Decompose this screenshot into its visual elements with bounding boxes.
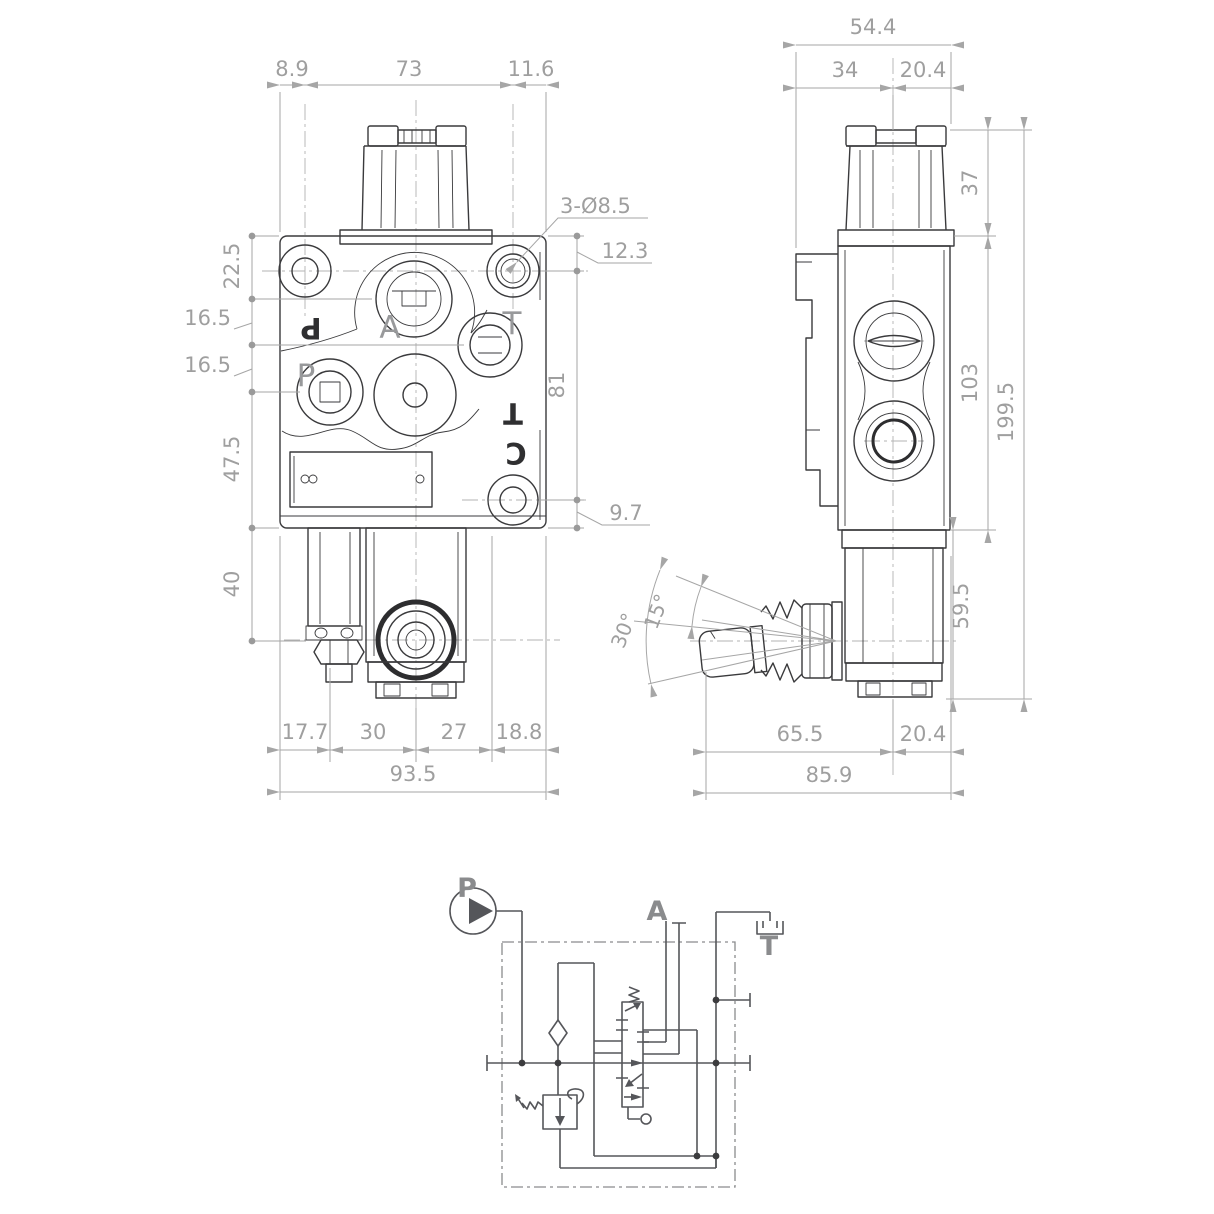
dim-label: 37: [958, 170, 982, 197]
port-label-t: T: [502, 306, 523, 342]
check-valve-branch: [548, 962, 716, 1157]
schematic-label-tank: T: [760, 931, 779, 962]
manual-actuator-symbol: [640, 1113, 652, 1125]
side-dims-right: 37 103 199.5 59.5: [946, 117, 1032, 712]
dim-label: 12.3: [602, 239, 649, 263]
dim-label: 8.9: [275, 57, 308, 81]
dim-label: 17.7: [282, 720, 329, 744]
front-cap: [339, 125, 493, 245]
dim-label: 85.9: [806, 763, 853, 787]
dim-label: 81: [545, 372, 569, 399]
dim-label: 20.4: [900, 58, 947, 82]
side-dims-top: 54.4 34 20.4: [783, 15, 964, 248]
schematic-label-port-a: A: [647, 896, 668, 927]
front-relief-valve: [305, 527, 365, 683]
cast-letter-c: C: [505, 436, 526, 470]
dim-label: 9.7: [609, 501, 642, 525]
dim-label: 65.5: [777, 722, 824, 746]
front-dims-bottom: 17.7 30 27 18.8 93.5: [267, 536, 559, 800]
side-cap: [837, 125, 955, 247]
dim-label: 59.5: [949, 583, 973, 630]
dim-label: 27: [441, 720, 468, 744]
front-body: [278, 235, 547, 529]
schematic-label-pump: P: [457, 873, 477, 904]
side-lower-section: [841, 529, 947, 698]
tank-return-lines: [518, 911, 784, 1168]
cast-letter-t: T: [503, 396, 523, 430]
dim-label-hole-callout: 3-Ø8.5: [560, 194, 631, 218]
angle-label: 15°: [639, 591, 674, 633]
dim-label: 73: [396, 57, 423, 81]
front-dims-top: 8.9 73 11.6: [267, 57, 559, 232]
dim-label: 103: [958, 363, 982, 403]
spool-valve-symbol: [616, 986, 652, 1125]
dim-label: 47.5: [220, 436, 244, 483]
pump-symbol: [449, 887, 523, 1063]
dim-label: 199.5: [994, 382, 1018, 442]
side-view: 30° 15° 54.4 34 20.4 37 103 199.5 59.5: [606, 15, 1032, 800]
port-label-a: A: [379, 310, 400, 346]
front-dims-right: 3-Ø8.5 12.3 81 9.7: [505, 194, 652, 532]
dim-label: 40: [220, 571, 244, 598]
valve-envelope-box: [501, 941, 736, 1188]
front-centerlines: [262, 100, 588, 714]
check-valve-symbol: [548, 1019, 568, 1047]
dim-label: 30: [360, 720, 387, 744]
dim-label: 16.5: [184, 306, 231, 330]
main-gallery-line: [486, 1055, 751, 1071]
dim-label: 34: [832, 58, 859, 82]
port-a-lines: [643, 921, 686, 1055]
spring-symbol: [628, 986, 640, 1003]
dim-label: 22.5: [220, 243, 244, 290]
side-dims-bottom: 65.5 20.4 85.9: [693, 556, 964, 800]
tank-symbol: [756, 921, 784, 935]
cast-letter-p: P: [300, 311, 321, 345]
angle-label: 30°: [606, 610, 641, 652]
port-label-p: P: [297, 358, 316, 394]
front-spool-end: [365, 527, 467, 699]
side-body: [795, 245, 951, 531]
front-view: A T P P T C 8.9 73 11.6 22.5 16.5: [184, 57, 652, 800]
hydraulic-schematic: P: [449, 873, 784, 1188]
relief-valve-symbol: [515, 1063, 716, 1169]
dim-label: 18.8: [496, 720, 543, 744]
dim-label: 16.5: [184, 353, 231, 377]
dim-label: 11.6: [508, 57, 555, 81]
dim-label: 93.5: [390, 762, 437, 786]
dim-label: 54.4: [850, 15, 897, 39]
dim-label: 20.4: [900, 722, 947, 746]
front-dims-left: 22.5 16.5 16.5 47.5 40: [184, 232, 464, 645]
